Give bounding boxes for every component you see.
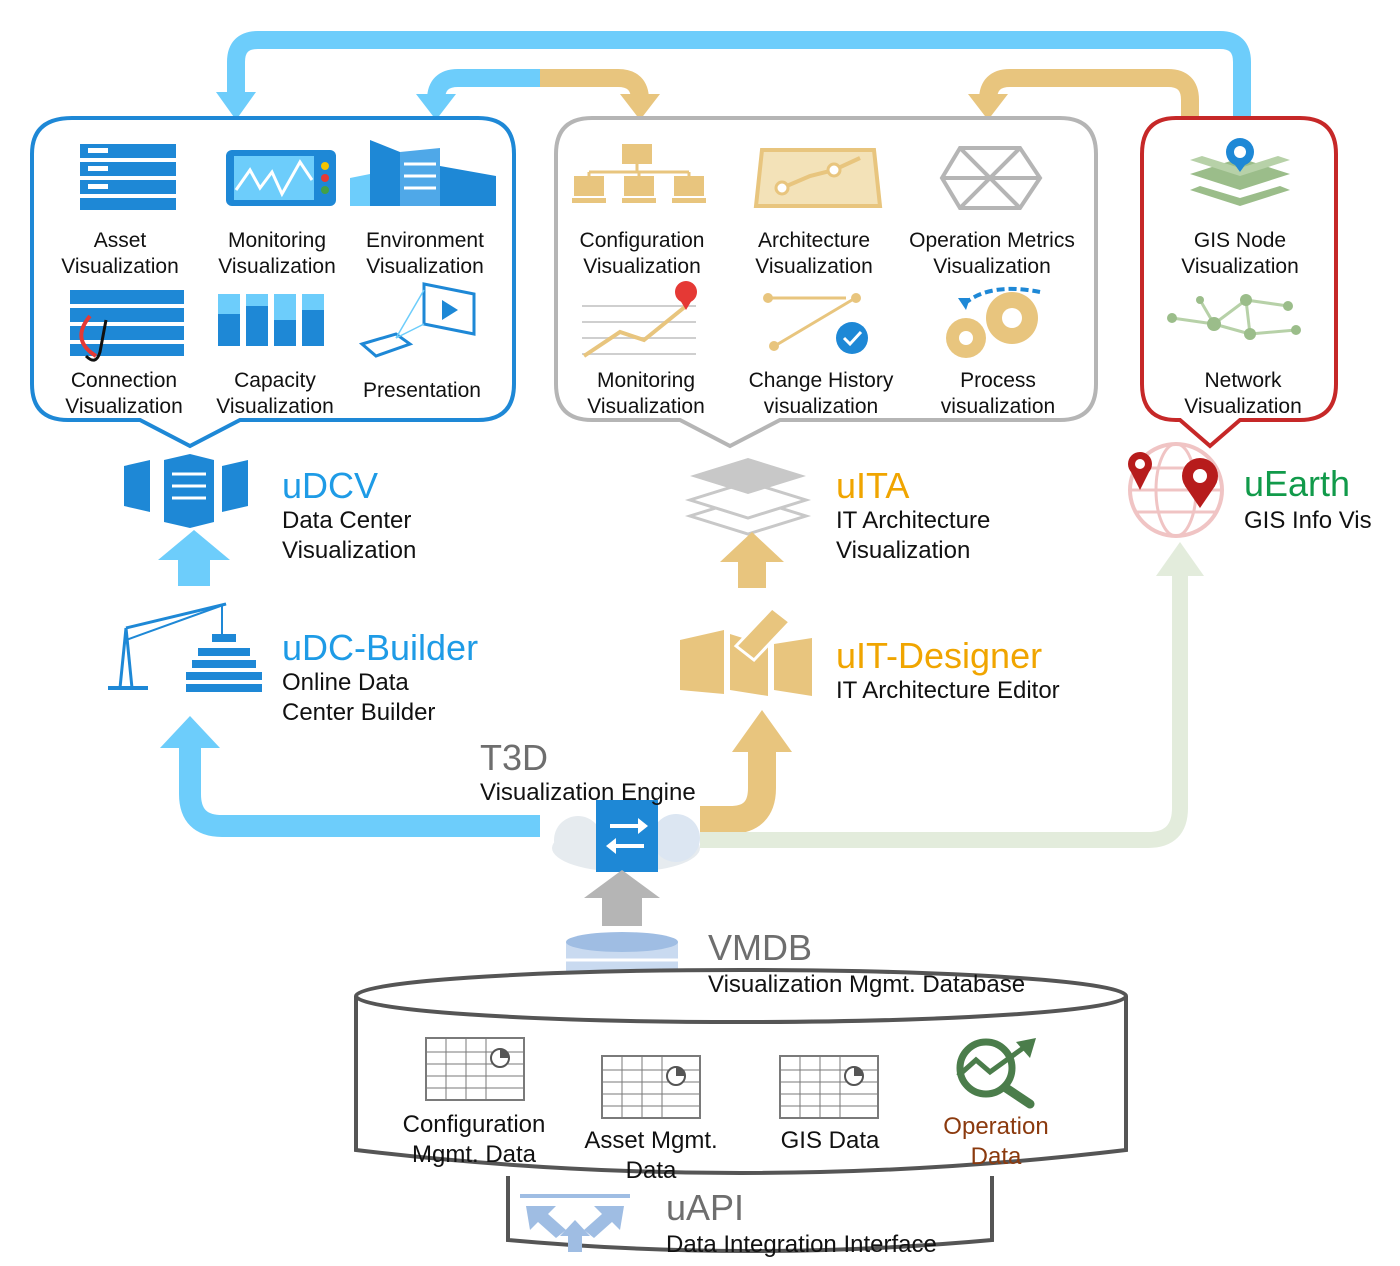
top-flow-arrows bbox=[216, 31, 1251, 120]
uit-designer-description: IT Architecture Editor bbox=[836, 677, 1060, 704]
udc-builder-title: uDC-Builder bbox=[282, 627, 479, 668]
udcv-datacenter-icon bbox=[124, 454, 248, 528]
operation-magnifier-chart-icon bbox=[956, 1038, 1036, 1109]
spreadsheet-icon-gis bbox=[779, 1055, 879, 1119]
uita-layers-icon bbox=[684, 458, 812, 536]
asset-mgmt-data-label: Asset Mgmt.Data bbox=[584, 1127, 718, 1184]
vmdb-title: VMDB bbox=[708, 927, 813, 968]
uearth-panel-frame bbox=[1140, 116, 1338, 449]
spreadsheet-icon-configuration bbox=[425, 1037, 525, 1101]
projector-icon bbox=[358, 282, 476, 358]
data-store-drum bbox=[354, 968, 1128, 1175]
architecture-map-icon bbox=[753, 148, 883, 208]
t3d-description: Visualization Engine bbox=[480, 779, 696, 806]
buildings-icon bbox=[350, 140, 496, 206]
uita-title: uITA bbox=[836, 465, 910, 506]
engine-flow-arrows bbox=[160, 542, 1204, 848]
vmdb-description: Visualization Mgmt. Database bbox=[708, 971, 1026, 998]
uearth-globe-icon bbox=[1128, 442, 1224, 538]
monitor-chart-icon bbox=[226, 150, 336, 206]
map-layers-icon bbox=[1190, 138, 1290, 206]
gis-data-label: GIS Data bbox=[780, 1127, 880, 1154]
trend-line-icon bbox=[582, 281, 697, 358]
designer-map-pen-icon bbox=[680, 605, 812, 696]
node-network-icon bbox=[1167, 294, 1301, 340]
uapi-description: Data Integration Interface bbox=[666, 1231, 937, 1258]
uearth-title: uEarth bbox=[1244, 463, 1351, 504]
server-rack-icon bbox=[80, 144, 176, 210]
uearth-description: GIS Info Vis bbox=[1244, 507, 1372, 534]
up-arrow-udcv bbox=[158, 530, 230, 586]
t3d-title: T3D bbox=[480, 737, 549, 778]
uapi-title: uAPI bbox=[666, 1187, 745, 1228]
network-hierarchy-icon bbox=[572, 144, 706, 203]
spreadsheet-icon-asset bbox=[601, 1055, 701, 1119]
t3d-cloud-engine-icon bbox=[552, 800, 700, 872]
change-path-icon bbox=[763, 293, 868, 354]
uapi-integration-icon bbox=[520, 1194, 630, 1252]
connection-servers-icon bbox=[70, 290, 184, 362]
up-arrow-uita bbox=[720, 532, 784, 588]
gears-icon bbox=[946, 286, 1041, 358]
presentation-label: Presentation bbox=[363, 379, 481, 402]
up-arrow-vmdb bbox=[584, 870, 660, 926]
udcv-title: uDCV bbox=[282, 465, 379, 506]
hexagon-metrics-icon bbox=[939, 146, 1043, 210]
capacity-bars-icon bbox=[218, 294, 324, 346]
crane-builder-icon bbox=[108, 602, 262, 692]
uit-designer-title: uIT-Designer bbox=[836, 635, 1043, 676]
